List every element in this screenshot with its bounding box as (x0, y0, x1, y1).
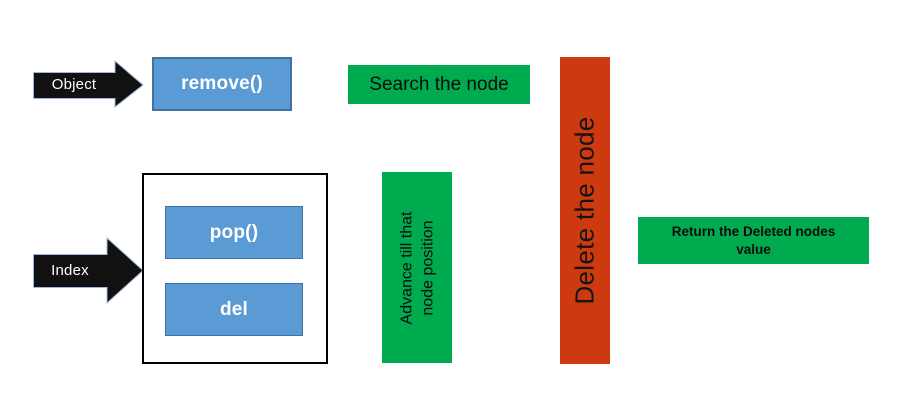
search-node-box: Search the node (348, 65, 530, 104)
delete-node-label: Delete the node (569, 116, 600, 305)
return-value-box: Return the Deleted nodes value (638, 217, 869, 264)
arrow-right-icon (33, 59, 144, 109)
advance-position-line1: Advance till that (398, 211, 416, 324)
remove-method-label: remove() (181, 73, 263, 94)
advance-position-label: Advance till that node position (396, 211, 438, 324)
del-method-box: del (165, 283, 303, 336)
pop-method-box: pop() (165, 206, 303, 259)
pop-method-label: pop() (209, 221, 259, 243)
arrow-right-icon (33, 236, 144, 305)
index-arrow-label: Index (51, 262, 89, 279)
index-arrow: Index (33, 236, 144, 305)
del-method-label: del (219, 298, 249, 320)
remove-method-box: remove() (152, 57, 292, 111)
object-arrow: Object (33, 59, 144, 109)
delete-node-box: Delete the node (560, 57, 610, 364)
advance-position-line2: node position (419, 219, 437, 316)
object-arrow-label: Object (51, 76, 97, 93)
search-node-label: Search the node (369, 73, 509, 95)
return-value-line1: Return the Deleted nodes (671, 223, 836, 239)
advance-position-box: Advance till that node position (382, 172, 452, 363)
return-value-line2: value (736, 241, 771, 257)
